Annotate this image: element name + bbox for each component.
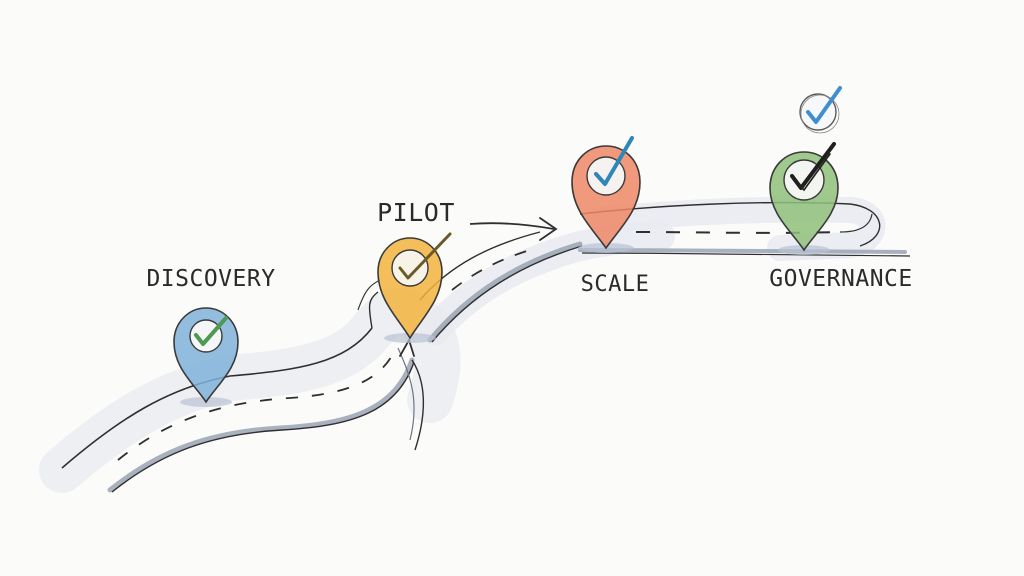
direction-arrow-upper bbox=[469, 217, 558, 241]
pin-governance bbox=[769, 142, 839, 255]
check-extra-icon bbox=[806, 86, 842, 124]
stage-label-governance: GOVERNANCE bbox=[769, 266, 913, 292]
stage-label-scale: SCALE bbox=[580, 272, 650, 297]
pin-discovery bbox=[173, 307, 239, 407]
check-pilot-icon bbox=[398, 232, 452, 280]
stage-label-discovery: DISCOVERY bbox=[146, 266, 276, 292]
check-scale-icon bbox=[594, 136, 634, 186]
road-lower-segment bbox=[39, 279, 461, 493]
road-middle-segment bbox=[419, 221, 675, 345]
governance-extra-badge bbox=[799, 86, 842, 134]
pin-scale bbox=[571, 136, 641, 253]
stage-label-pilot: PILOT bbox=[377, 198, 455, 227]
check-discovery-icon bbox=[194, 316, 228, 346]
pin-pilot bbox=[377, 232, 452, 343]
